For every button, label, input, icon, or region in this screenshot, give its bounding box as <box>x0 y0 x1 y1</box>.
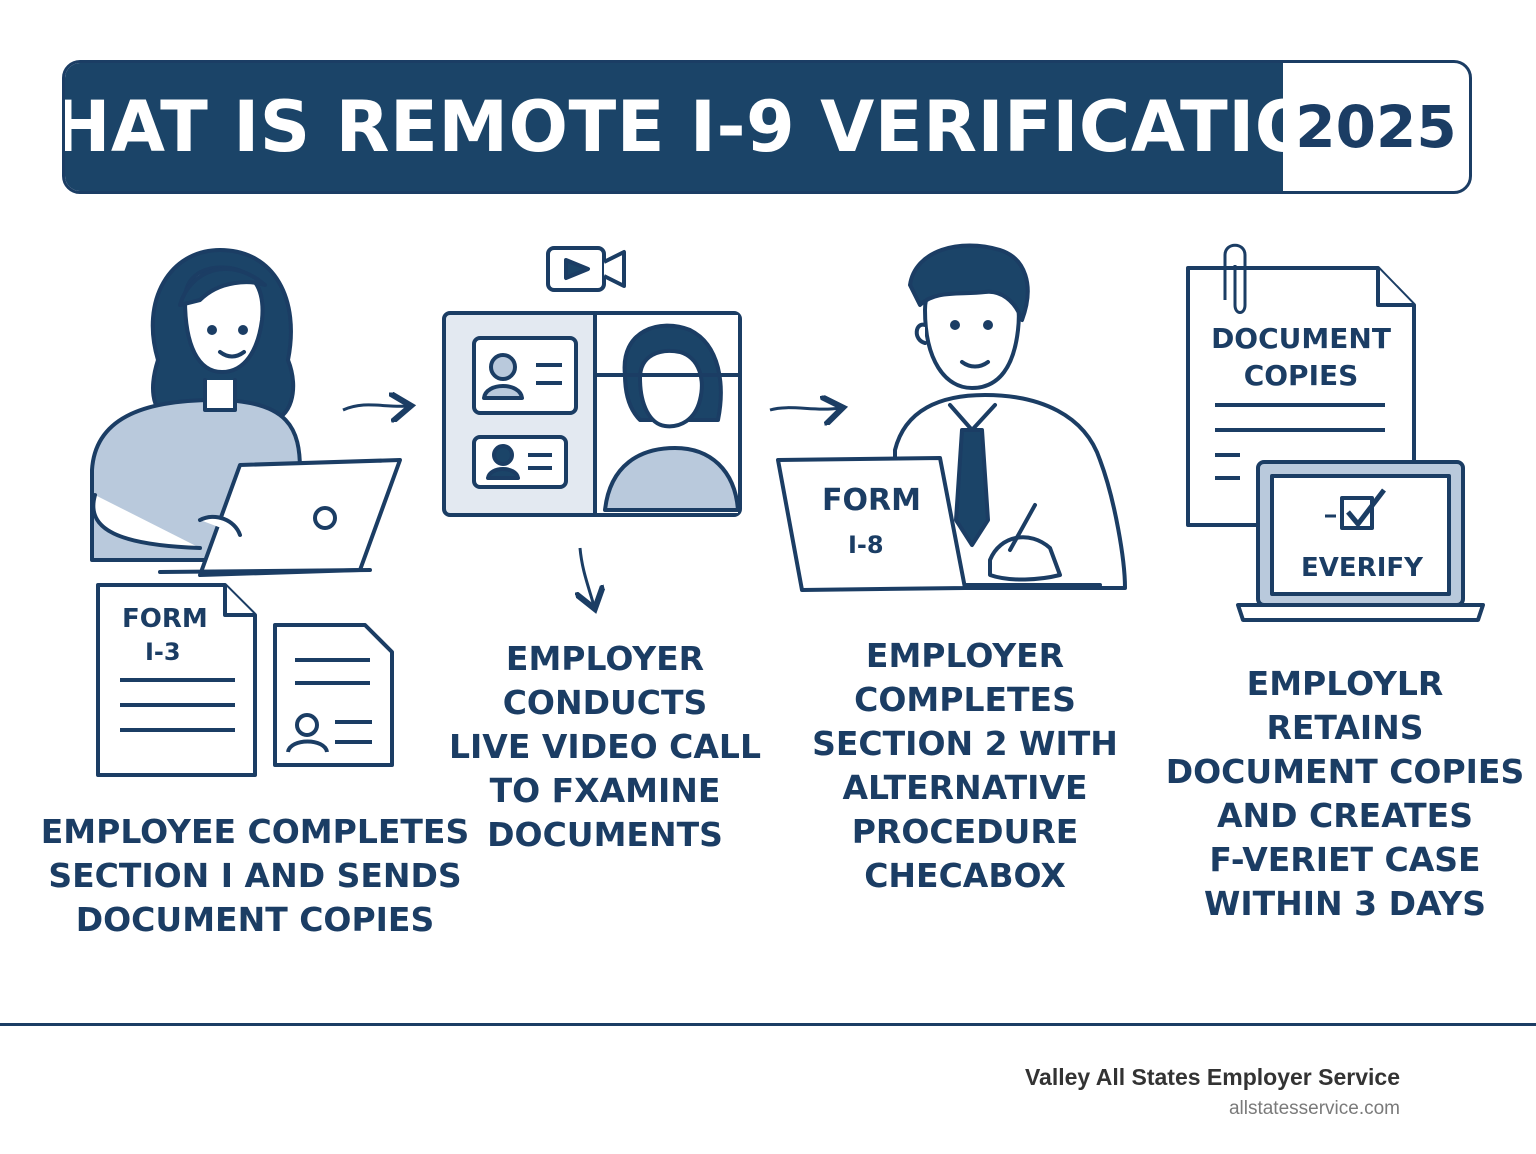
step-2-caption: EMPLOYER CONDUCTS LIVE VIDEO CALL TO FXA… <box>449 639 761 854</box>
everify-laptop-icon <box>1236 460 1485 622</box>
everify-screen-label: EVERIFY <box>1301 553 1424 583</box>
video-call-window <box>442 311 742 517</box>
arrow-step2-down <box>580 547 594 606</box>
year-badge: 2025 <box>1295 93 1457 161</box>
form-document-icon <box>96 583 257 777</box>
step-3-caption: EMPLOYER COMPLETES SECTION 2 WITH ALTERN… <box>812 636 1118 895</box>
title-band: WHAT IS REMOTE I-9 VERIFICATION <box>65 63 1373 191</box>
form-title-line2: I-3 <box>145 638 181 666</box>
laptop-form-line1: FORM <box>822 483 921 518</box>
employer-illustration <box>776 243 1127 592</box>
footer-divider <box>0 1023 1536 1026</box>
laptop-form-line2: I-8 <box>848 531 884 559</box>
step-1-caption: EMPLOYEE COMPLETES SECTION I AND SENDS D… <box>40 812 470 939</box>
video-camera-icon <box>546 246 626 292</box>
form-title-line1: FORM <box>122 604 208 634</box>
arrow-step2-to-step3 <box>769 408 840 410</box>
step-4-caption: EMPLOYLR RETAINS DOCUMENT COPIES AND CRE… <box>1165 664 1525 923</box>
id-document-icon <box>273 623 394 767</box>
arrow-step1-to-step2 <box>342 405 408 410</box>
footer-url: allstatesservice.com <box>1228 1098 1400 1119</box>
footer-company-name: Valley All States Employer Service <box>1024 1064 1400 1090</box>
employee-illustration <box>90 248 402 577</box>
doc-copies-line1: DOCUMENT <box>1211 322 1391 355</box>
doc-copies-line2: COPIES <box>1244 359 1359 392</box>
page-title: WHAT IS REMOTE I-9 VERIFICATION <box>62 86 1374 168</box>
title-banner: WHAT IS REMOTE I-9 VERIFICATION 2025 <box>62 60 1472 194</box>
